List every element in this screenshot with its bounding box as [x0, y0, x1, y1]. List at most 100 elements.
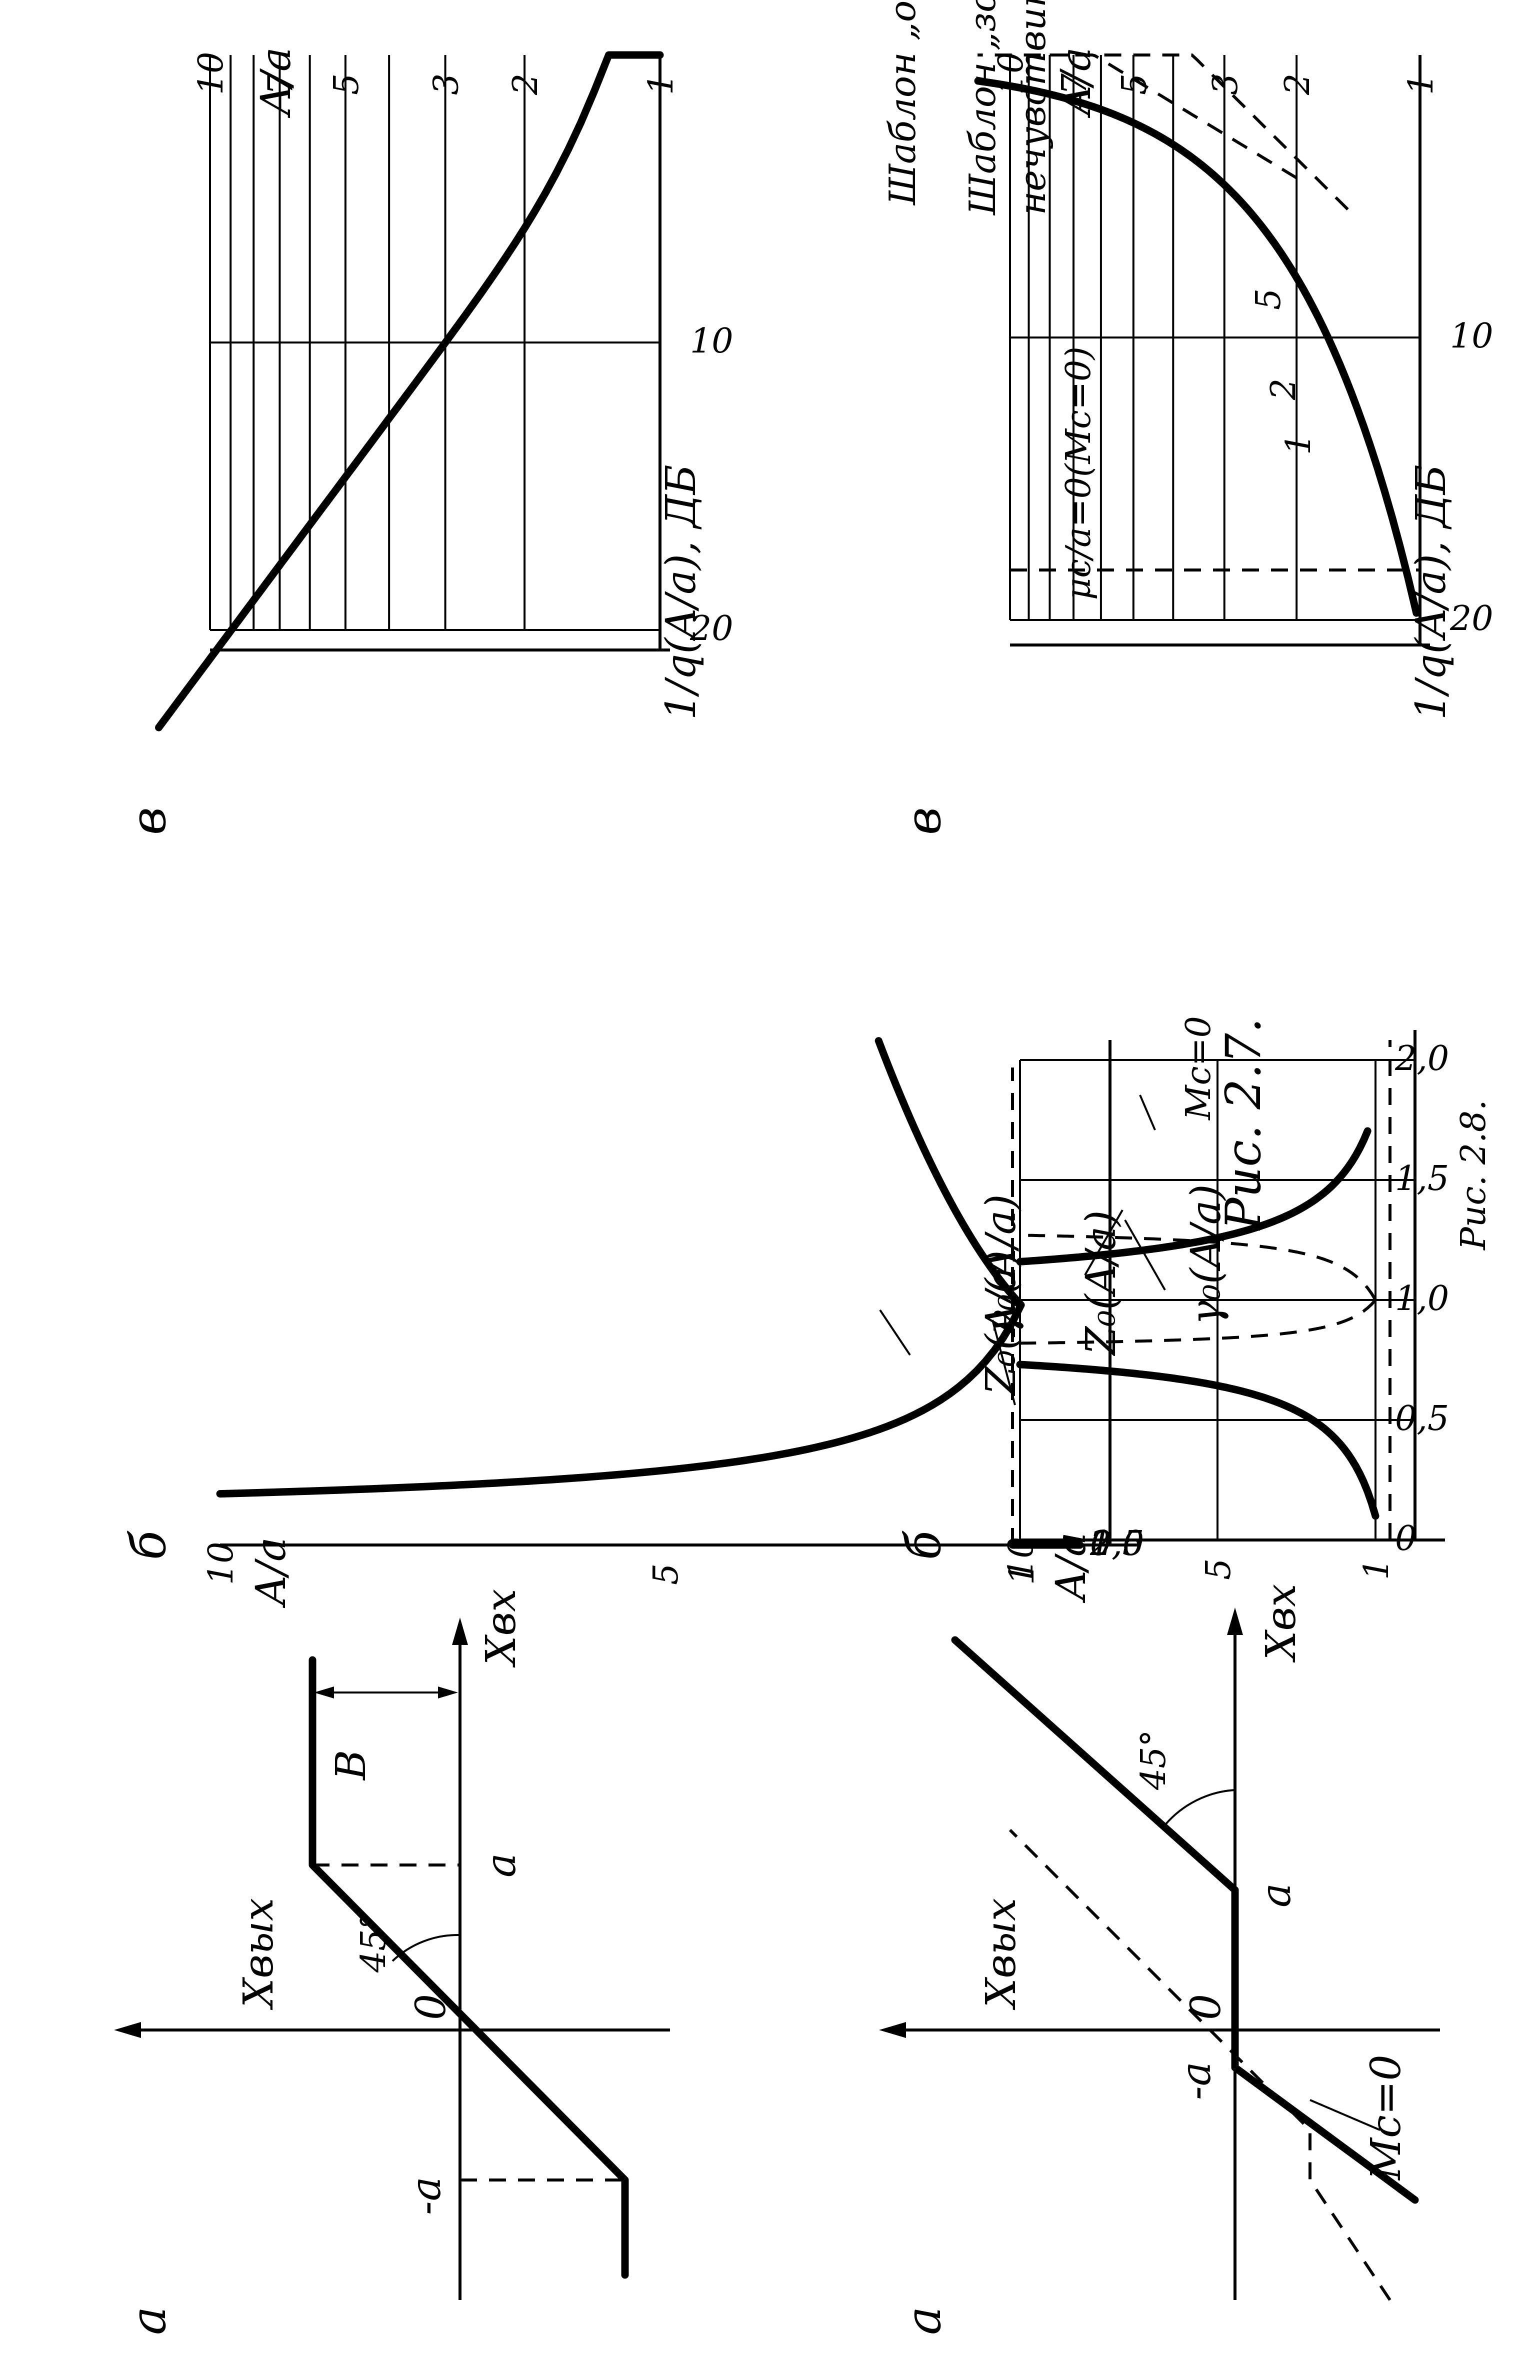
- y-tick-label: 2,0: [1090, 1524, 1144, 1564]
- x-tick-label: 1: [1357, 1558, 1396, 1580]
- fig28-c-curve-1: 1: [1279, 434, 1318, 455]
- x-tick-label: 2: [506, 74, 546, 96]
- x-tick-label: 2: [1278, 74, 1318, 96]
- y-tick-label: 0: [1090, 1524, 1112, 1564]
- fig28-a-y-arrow: [879, 2022, 906, 2038]
- fig27-a-x-arrow: [452, 1618, 468, 1645]
- y-tick-label: 2,0: [1394, 1039, 1449, 1078]
- x-axis-label: A/a: [252, 47, 300, 118]
- fig28-c-template-1: Шаблон „зона: [962, 0, 1004, 216]
- y-tick-label: 20: [690, 609, 734, 648]
- fig27-a-b-arrow-top: [314, 1686, 334, 1698]
- fig27-a-b-label: В: [328, 1750, 375, 1781]
- x-tick-label: 1: [1402, 74, 1441, 95]
- y-tick-label: 10: [690, 322, 734, 361]
- fig27-caption: Рис. 2.7.: [1216, 1018, 1272, 1231]
- x-tick-label: 5: [1115, 74, 1154, 95]
- fig27-c-y-label: 1/q(A/a), ДБ: [658, 464, 705, 720]
- x-tick-label: 7: [261, 73, 300, 95]
- fig27-a-letter: а: [120, 2306, 176, 2335]
- fig28-b-z0-curve: [1016, 1127, 1372, 1266]
- fig27-a-angle-arc: [392, 1934, 460, 1962]
- fig27-a-angle: 45°: [354, 1912, 394, 1973]
- fig27-b-letter: б: [120, 1530, 176, 1560]
- fig28-b-z0-label: Z₀(A/a): [1078, 1210, 1125, 1356]
- fig27-b-gamma0-curve: [216, 1301, 1025, 1498]
- fig28-b-mc-leader: [1139, 1094, 1156, 1130]
- fig28-b-g-leader: [1124, 1220, 1166, 1290]
- fig28-c-letter: в: [896, 807, 952, 835]
- x-tick-label: 1: [642, 74, 681, 95]
- fig28-c-dashed-2: [1050, 54, 1349, 210]
- fig27-a-origin: 0: [408, 1994, 455, 2020]
- fig27-a-pos-a: a: [478, 1853, 525, 1878]
- fig28-a-deadzone-line: [951, 1636, 1419, 2204]
- y-tick-label: 10: [1450, 316, 1494, 356]
- fig28-c-curve: [974, 77, 1420, 617]
- fig28-a-mc: Mc=0: [1362, 2054, 1410, 2181]
- fig28-b-mc: Mc=0: [1179, 1016, 1218, 1121]
- fig28-a-mc-leader: [1310, 2099, 1380, 2131]
- x-axis-label: A/a: [1048, 1532, 1095, 1604]
- fig28-a-pos-a: a: [1252, 1883, 1300, 1908]
- fig28-caption: Рис. 2.8.: [1454, 1100, 1494, 1251]
- fig28-b-z-leader: [1084, 1210, 1124, 1276]
- y-tick-label: 1,5: [1090, 1524, 1144, 1564]
- x-tick-label: 10: [202, 1542, 241, 1585]
- fig28-c-template-2: нечувствительности": [1012, 0, 1054, 215]
- y-tick-label: 20: [1450, 599, 1494, 638]
- x-tick-label: 3: [1206, 74, 1246, 95]
- fig27-b-z0-label: Z₀(A/a): [978, 1250, 1025, 1396]
- fig27-a-y-label: Xвых: [235, 1898, 282, 2010]
- fig27-c-letter: в: [120, 807, 176, 835]
- fig28-a-y-label: Xвых: [978, 1898, 1025, 2010]
- fig27-c-template: Шаблон „ограничение": [882, 0, 924, 206]
- fig28-b-gamma0-label: γ₀(A/a): [1182, 1184, 1230, 1325]
- fig27-a-neg-a: -a: [402, 2176, 450, 2215]
- fig27-b-g-leader: [879, 1309, 911, 1356]
- y-tick-label: 0,5: [1090, 1524, 1144, 1564]
- fig27-b-z0-curve: [874, 1037, 1025, 1309]
- fig28-b-letter: б: [896, 1530, 952, 1560]
- fig27-b-z-leader: [992, 1320, 1016, 1406]
- y-tick-label: 0,5: [1395, 1399, 1449, 1438]
- fig28-b-gamma0-mc0-dashed: [1020, 1298, 1377, 1345]
- fig27-a: а Xвых Xвх 0 -a a В 45°: [114, 1589, 670, 2335]
- fig28-a-angle: 45°: [1134, 1730, 1174, 1790]
- x-tick-label: 5: [646, 1564, 686, 1585]
- fig28-a-letter: а: [896, 2306, 952, 2335]
- x-tick-label: 7: [1055, 73, 1094, 95]
- fig28-a-neg-a: -a: [1172, 2062, 1220, 2100]
- x-tick-label: 3: [427, 74, 466, 95]
- fig28-b-grid: [1019, 1059, 1415, 1540]
- x-axis-label: A/a: [248, 1537, 295, 1608]
- x-tick-label: 5: [1199, 1558, 1238, 1580]
- fig28-a-angle-arc: [1164, 1789, 1236, 1826]
- x-tick-label: 5: [327, 74, 366, 95]
- fig27-b-gamma0-label: γ₀(A/a): [978, 1194, 1025, 1335]
- fig28-c-grid: [1009, 55, 1420, 621]
- fig28-c-dashed-1: [978, 54, 1298, 180]
- fig27-a-y-arrow: [114, 2022, 141, 2038]
- y-tick-label: 0: [1395, 1519, 1416, 1558]
- fig27-a-saturation-line: [308, 1656, 629, 2279]
- y-tick-label: 1,5: [1395, 1159, 1449, 1198]
- fig28-a-x-arrow: [1227, 1608, 1243, 1635]
- fig27-a-b-arrow-bottom: [438, 1686, 458, 1698]
- fig28-b-gamma0-curve: [1016, 1360, 1380, 1520]
- x-tick-label: 1: [1002, 1564, 1042, 1585]
- fig28-a-x-label: Xвх: [1258, 1584, 1305, 1663]
- fig27-a-x-label: Xвх: [478, 1589, 525, 1668]
- fig28-c-mu-label: μc/a=0(Mc=0): [1059, 346, 1098, 600]
- fig28-c-curve-5: 5: [1249, 288, 1288, 310]
- y-tick-label: 1,0: [1090, 1524, 1144, 1564]
